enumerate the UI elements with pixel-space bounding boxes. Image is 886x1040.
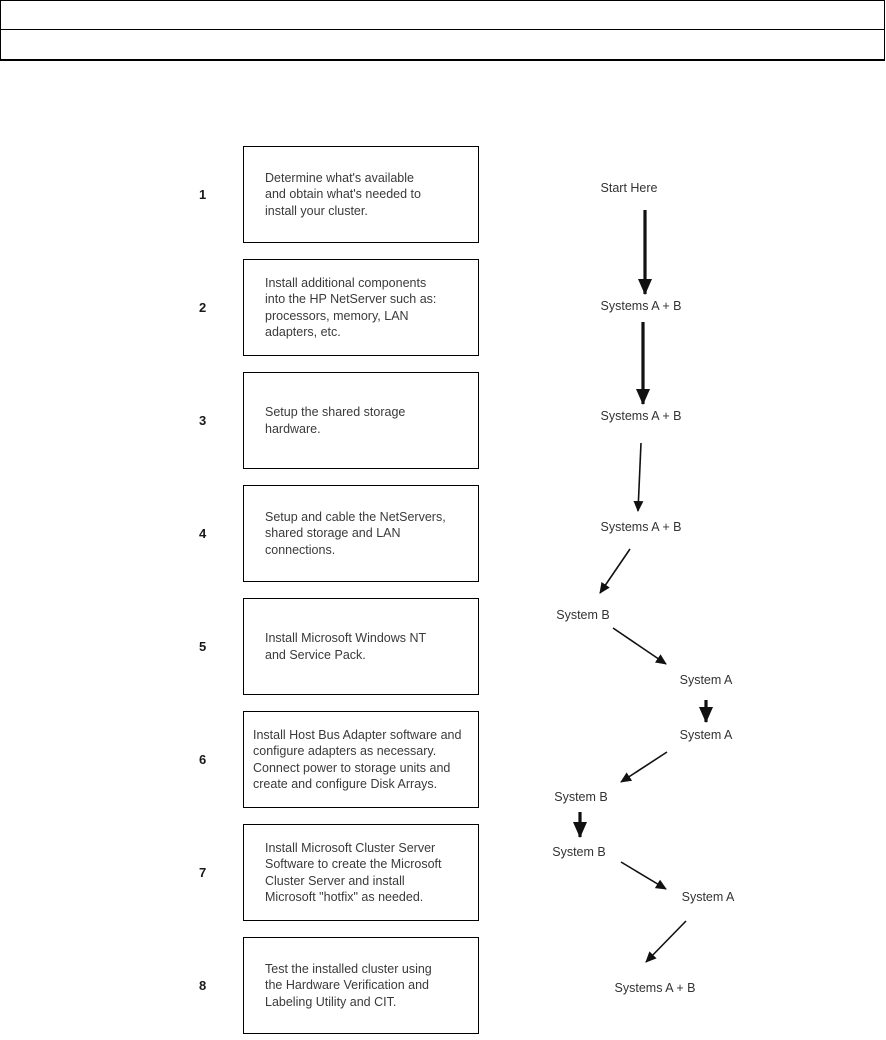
- step-box: Setup the shared storage hardware.: [243, 372, 479, 469]
- step-text: Determine what's available and obtain wh…: [265, 170, 421, 218]
- step-box: Setup and cable the NetServers, shared s…: [243, 485, 479, 582]
- flow-arrow: [612, 627, 667, 665]
- flow-arrow: [633, 442, 644, 512]
- step-row-5: 5 Install Microsoft Windows NT and Servic…: [0, 598, 479, 695]
- flow-arrow: [599, 548, 631, 594]
- flow-node-label: Start Here: [600, 181, 658, 195]
- flow-arrow: [620, 751, 668, 783]
- flow-node-label: System A: [681, 890, 735, 904]
- page-header-table: [0, 0, 885, 61]
- step-text: Install Microsoft Windows NT and Service…: [265, 631, 427, 662]
- step-text: Setup the shared storage hardware.: [265, 405, 406, 436]
- step-box: Install additional components into the H…: [243, 259, 479, 356]
- flow-arrow: [620, 861, 667, 890]
- step-number: 1: [199, 187, 207, 202]
- flow-node-label: System B: [556, 608, 610, 622]
- step-number: 5: [199, 639, 207, 654]
- steps-column: 1 Determine what's available and obtain w…: [0, 146, 479, 1040]
- step-row-6: 6 Install Host Bus Adapter software and c…: [0, 711, 479, 808]
- step-text: Install Microsoft Cluster Server Softwar…: [265, 840, 442, 905]
- step-row-4: 4 Setup and cable the NetServers, shared …: [0, 485, 479, 582]
- flow-node-label: System A: [679, 673, 733, 687]
- header-table-row-2: [0, 30, 885, 61]
- step-text: Install Host Bus Adapter software and co…: [253, 727, 462, 792]
- step-number: 4: [199, 526, 207, 541]
- step-number: 7: [199, 865, 207, 880]
- header-table-row-1: [0, 0, 885, 30]
- flow-arrow: [645, 920, 687, 963]
- step-row-8: 8 Test the installed cluster using the Ha…: [0, 937, 479, 1034]
- flow-node-label: Systems A + B: [600, 520, 682, 534]
- step-box: Determine what's available and obtain wh…: [243, 146, 479, 243]
- flow-node-label: Systems A + B: [600, 409, 682, 423]
- flow-node-label: System B: [554, 790, 608, 804]
- step-box: Test the installed cluster using the Har…: [243, 937, 479, 1034]
- step-box: Install Microsoft Cluster Server Softwar…: [243, 824, 479, 921]
- step-row-3: 3 Setup the shared storage hardware.: [0, 372, 479, 469]
- flow-node-label: Systems A + B: [614, 981, 696, 995]
- flow-node-label: System A: [679, 728, 733, 742]
- step-number: 8: [199, 978, 207, 993]
- step-text: Setup and cable the NetServers, shared s…: [265, 509, 446, 557]
- flow-node-label: Systems A + B: [600, 299, 682, 313]
- step-number: 3: [199, 413, 207, 428]
- step-text: Install additional components into the H…: [265, 275, 437, 340]
- step-number: 6: [199, 752, 207, 767]
- step-box: Install Host Bus Adapter software and co…: [243, 711, 479, 808]
- step-number: 2: [199, 300, 207, 315]
- flow-node-label: System B: [552, 845, 606, 859]
- step-box: Install Microsoft Windows NT and Service…: [243, 598, 479, 695]
- step-row-1: 1 Determine what's available and obtain w…: [0, 146, 479, 243]
- step-row-2: 2 Install additional components into the …: [0, 259, 479, 356]
- step-text: Test the installed cluster using the Har…: [265, 961, 432, 1009]
- step-row-7: 7 Install Microsoft Cluster Server Softwa…: [0, 824, 479, 921]
